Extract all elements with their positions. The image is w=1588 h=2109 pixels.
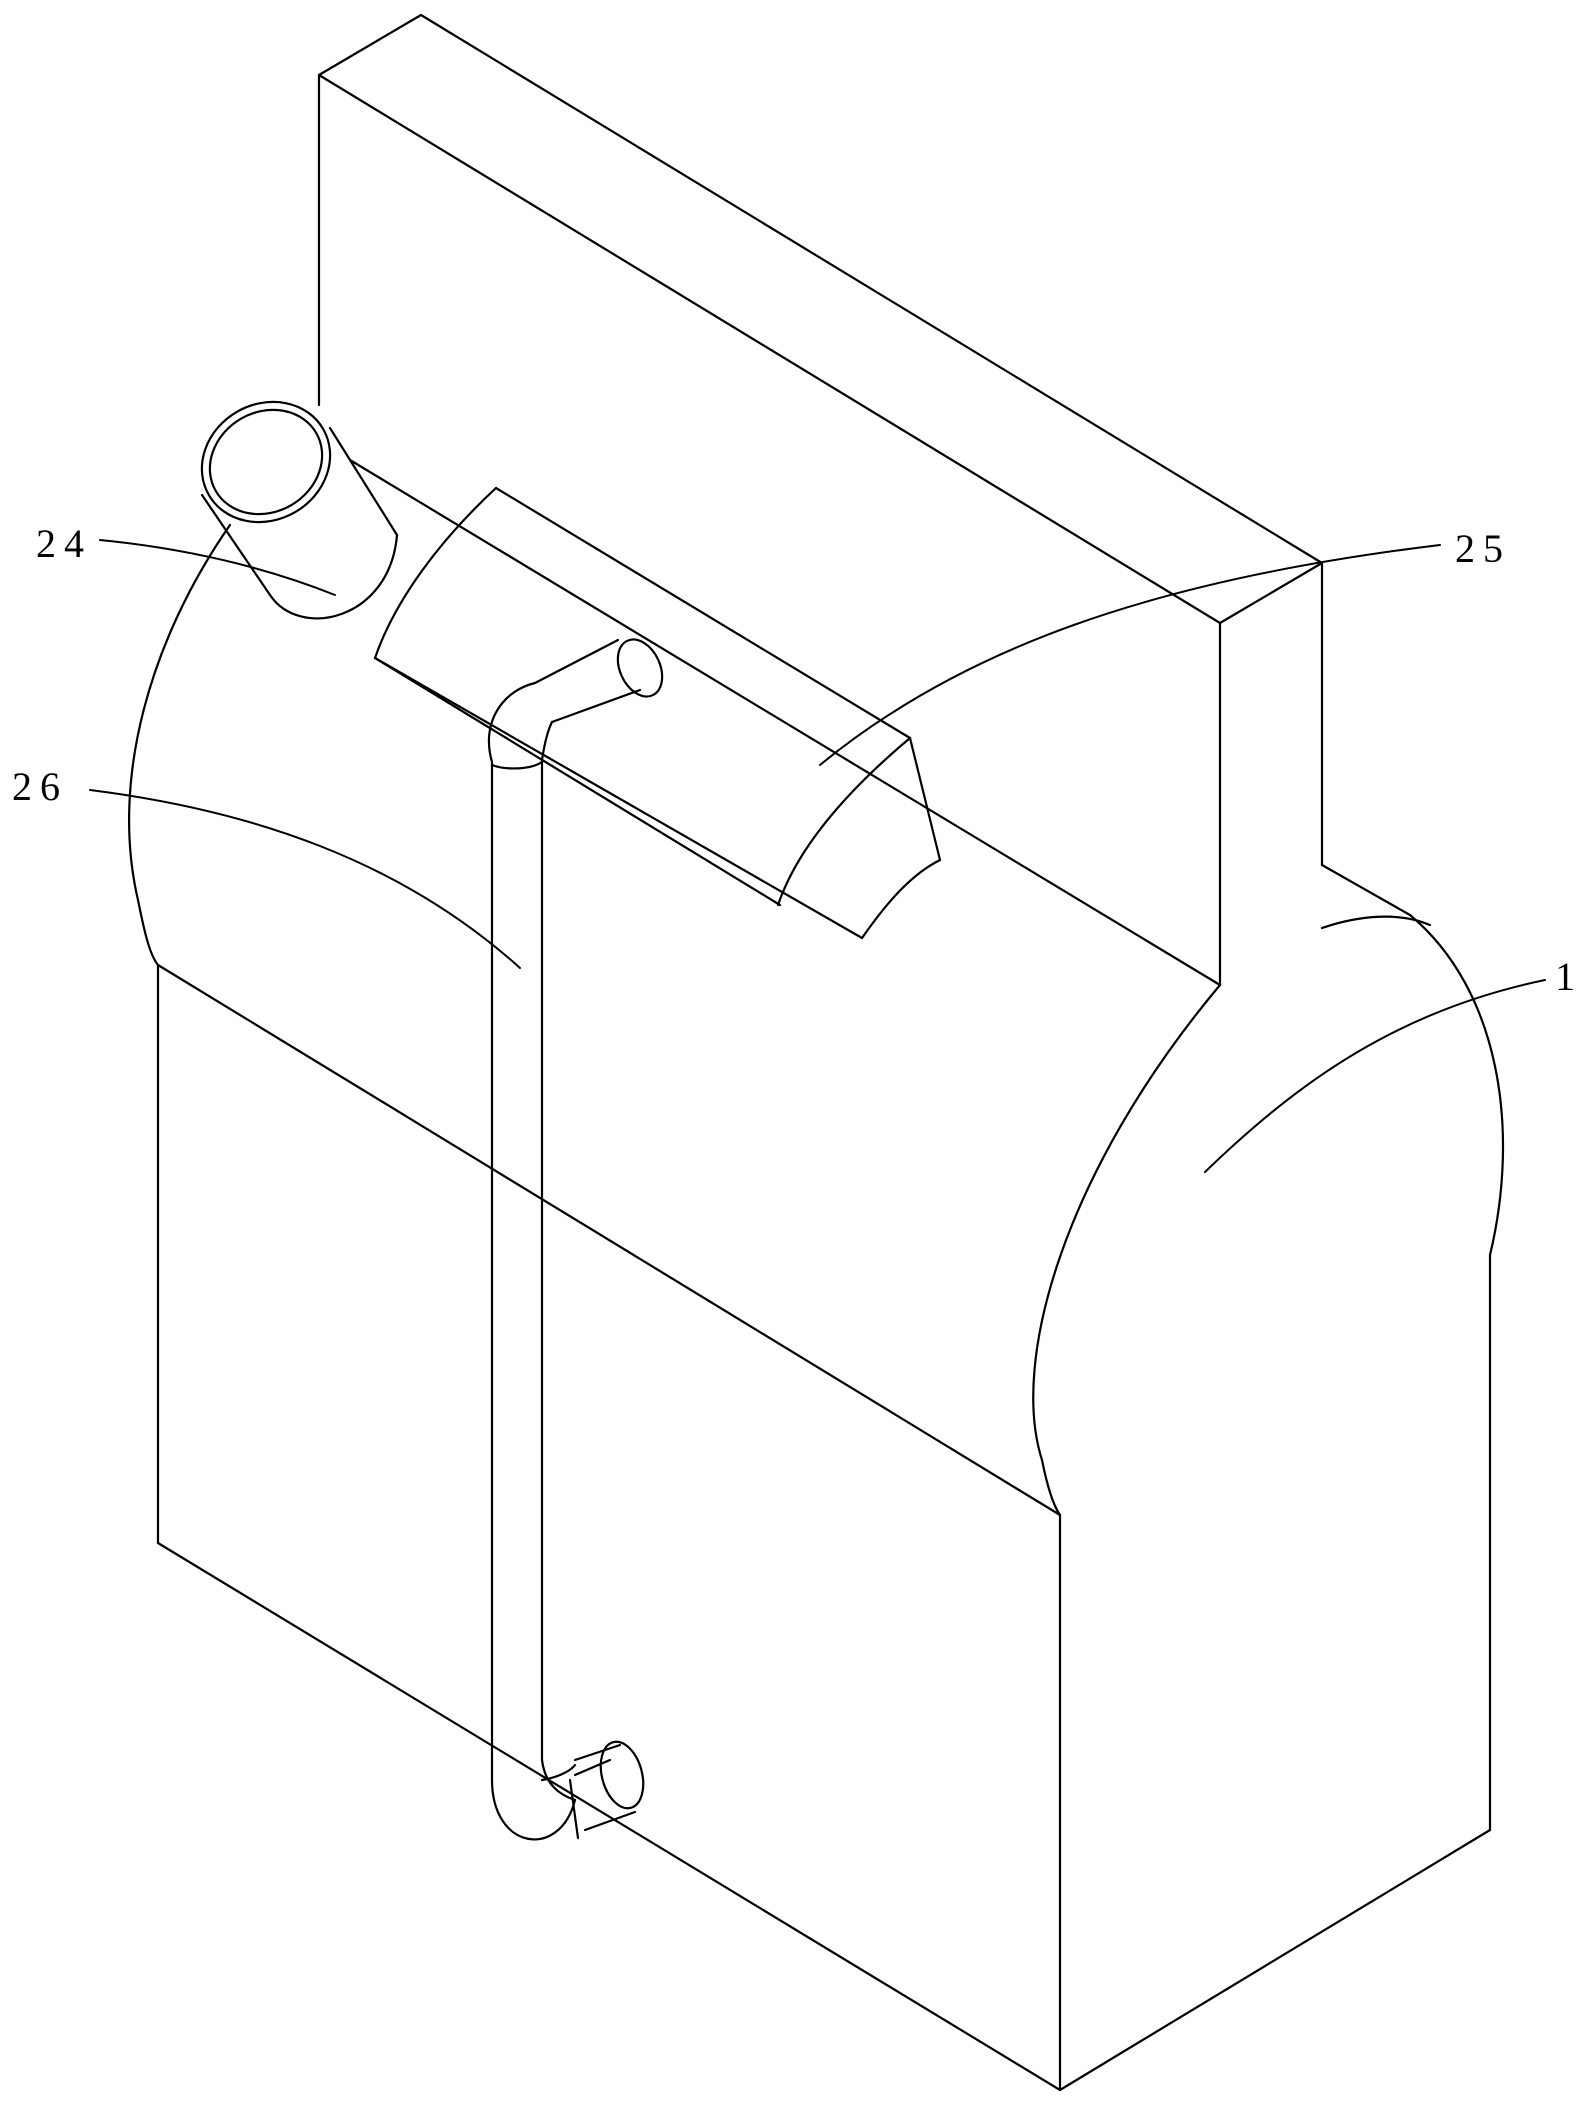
tank-body — [128, 458, 1505, 2092]
hopper — [373, 486, 942, 940]
reference-labels: 24 25 26 1 — [12, 521, 1583, 999]
leader-24 — [99, 539, 336, 596]
back-plate — [317, 13, 1324, 987]
leader-lines — [89, 539, 1546, 1173]
leader-26 — [89, 789, 521, 969]
leader-25 — [819, 544, 1441, 766]
inlet-pipe — [200, 400, 399, 620]
leader-1 — [1204, 979, 1546, 1173]
label-1: 1 — [1555, 954, 1583, 999]
drain-pipe — [487, 638, 664, 1841]
label-25: 25 — [1455, 526, 1511, 571]
label-24: 24 — [36, 521, 92, 566]
label-26: 26 — [12, 764, 68, 809]
